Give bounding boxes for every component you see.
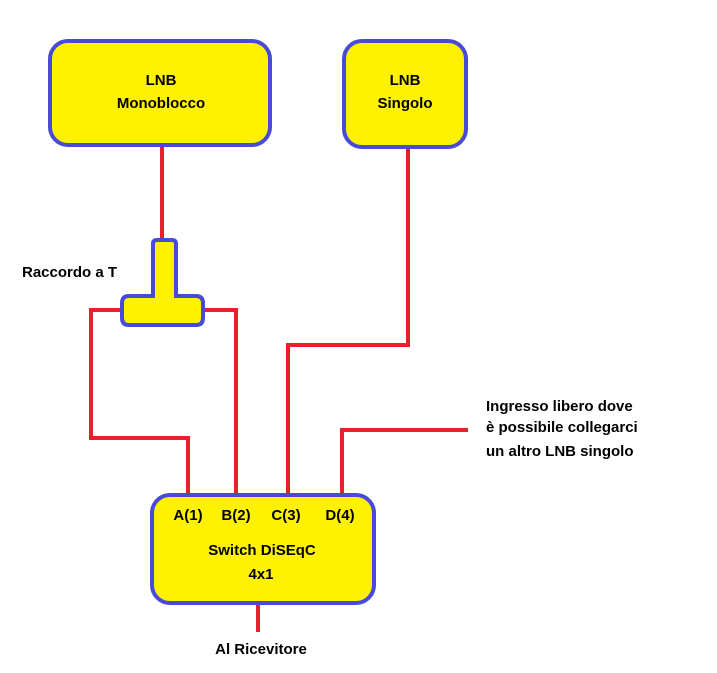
t-connector — [120, 238, 205, 327]
wires — [89, 145, 468, 632]
wire-singolo-to-port-c — [286, 148, 410, 497]
wire-t-right-to-port-b — [201, 308, 238, 497]
port-c-label: C(3) — [271, 507, 300, 524]
port-d-label: D(4) — [325, 507, 354, 524]
lnb-monoblocco-box: LNB Monoblocco — [48, 39, 272, 147]
lnb-monoblocco-line1: LNB — [146, 72, 177, 89]
lnb-singolo-line2: Singolo — [378, 95, 433, 112]
lnb-singolo-box: LNB Singolo — [342, 39, 468, 149]
free-input-note-line3: un altro LNB singolo — [486, 443, 634, 460]
wire-free-input-to-port-d — [340, 428, 468, 497]
lnb-monoblocco-line2: Monoblocco — [117, 95, 205, 112]
receiver-label: Al Ricevitore — [215, 641, 307, 658]
t-connector-label: Raccordo a T — [22, 264, 117, 281]
free-input-note-line2: è possibile collegarci — [486, 419, 638, 436]
free-input-note-line1: Ingresso libero dove — [486, 398, 633, 415]
wire-t-left-to-port-a — [89, 308, 190, 497]
port-a-label: A(1) — [173, 507, 202, 524]
switch-title-line2: 4x1 — [248, 566, 273, 583]
switch-title-line1: Switch DiSEqC — [208, 542, 316, 559]
diseqc-switch-box: A(1) B(2) C(3) D(4) Switch DiSEqC 4x1 — [150, 493, 376, 605]
free-input-note: Ingresso libero dove è possibile collega… — [486, 398, 638, 460]
lnb-singolo-line1: LNB — [390, 72, 421, 89]
port-b-label: B(2) — [221, 507, 250, 524]
